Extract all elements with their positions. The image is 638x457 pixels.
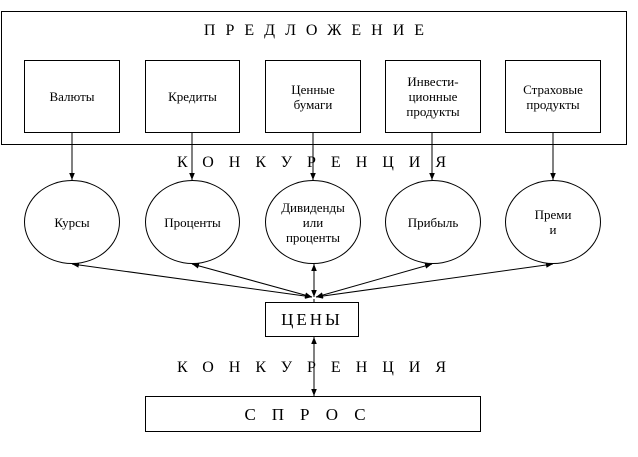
supply-box-currencies: Валюты — [24, 60, 120, 133]
arrow-interest-prices — [191, 263, 313, 298]
circle-interest: Проценты — [145, 180, 240, 264]
arrow-premiums-prices — [315, 262, 554, 299]
circle-label: Прибыль — [407, 214, 459, 230]
supply-box-securities: Ценные бумаги — [265, 60, 361, 133]
circle-premiums: Преми и — [505, 180, 601, 264]
supply-box-insurance-products: Страховые продукты — [505, 60, 601, 133]
demand-label: СПРОС — [244, 404, 382, 424]
circle-dividends-or-interest: Дивиденды или проценты — [265, 180, 361, 264]
supply-title: ПРЕДЛОЖЕНИЕ — [203, 22, 435, 39]
prices-box: ЦЕНЫ — [265, 302, 359, 337]
supply-box-label: Инвести- ционные продукты — [406, 74, 460, 119]
competition-label-bottom: КОНКУРЕНЦИЯ — [176, 359, 462, 376]
demand-box: СПРОС — [145, 396, 481, 432]
supply-box-label: Ценные бумаги — [291, 81, 335, 112]
circle-label: Курсы — [54, 214, 90, 230]
supply-box-credits: Кредиты — [145, 60, 240, 133]
arrow-profit-prices — [315, 263, 433, 298]
supply-box-label: Страховые продукты — [523, 81, 583, 112]
supply-frame — [1, 11, 627, 145]
supply-box-label: Кредиты — [168, 89, 217, 104]
prices-label: ЦЕНЫ — [281, 310, 343, 329]
circle-label: Дивиденды или проценты — [281, 199, 345, 245]
circle-rates: Курсы — [24, 180, 120, 264]
circle-profit: Прибыль — [385, 180, 481, 264]
supply-box-investment-products: Инвести- ционные продукты — [385, 60, 481, 133]
circle-label: Проценты — [164, 214, 221, 230]
competition-label-top: КОНКУРЕНЦИЯ — [176, 154, 462, 171]
circle-label: Преми и — [534, 207, 572, 237]
arrow-rates-prices — [71, 262, 313, 299]
supply-box-label: Валюты — [49, 89, 95, 104]
